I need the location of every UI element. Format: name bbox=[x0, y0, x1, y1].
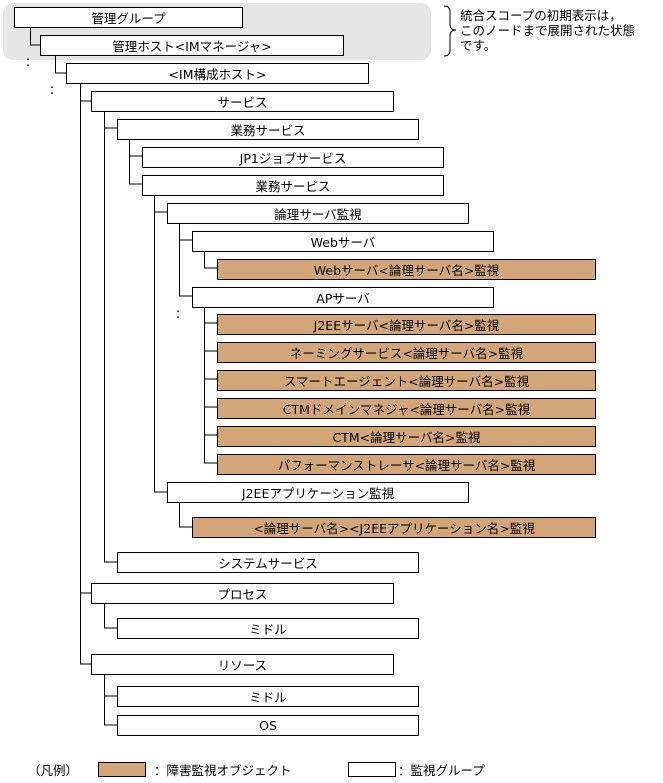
fault-object-naming-service: ネーミングサービス<論理サーバ名>監視 bbox=[217, 342, 596, 363]
connector bbox=[179, 503, 192, 528]
fault-object-ctm: CTM<論理サーバ名>監視 bbox=[217, 426, 596, 447]
node-jp1-job-service: JP1ジョブサービス bbox=[142, 147, 444, 168]
legend-group-label: ：監視グループ bbox=[398, 763, 485, 778]
node-system-service: システムサービス bbox=[117, 552, 419, 573]
note-line: 統合スコープの初期表示は， bbox=[460, 8, 622, 23]
node-resource-os: OS bbox=[117, 715, 419, 736]
node-j2ee-app-monitor: J2EEアプリケーション監視 bbox=[167, 482, 469, 503]
connector bbox=[204, 307, 217, 464]
note-line: このノードまで展開された状態 bbox=[460, 23, 636, 38]
connector bbox=[104, 604, 117, 629]
note-line: です。 bbox=[460, 38, 497, 53]
fault-object-j2ee-server: J2EEサーバ<論理サーバ名>監視 bbox=[217, 314, 596, 335]
initial-display-note: 統合スコープの初期表示は， このノードまで展開された状態 です。 bbox=[460, 8, 660, 53]
connector bbox=[55, 56, 66, 74]
fault-object-performance-tracer: パフォーマンストレーサ<論理サーバ名>監視 bbox=[217, 454, 596, 475]
legend-fault-swatch bbox=[98, 762, 146, 777]
connector bbox=[129, 140, 142, 185]
fault-object-ctm-domain-manager: CTMドメインマネジャ<論理サーバ名>監視 bbox=[217, 398, 596, 419]
node-im-host: <IM構成ホスト> bbox=[66, 63, 369, 84]
note-bracket bbox=[443, 5, 457, 57]
node-kanri-host: 管理ホスト<IMマネージャ> bbox=[40, 35, 344, 56]
connector bbox=[204, 251, 217, 269]
node-ap-server: APサーバ bbox=[192, 287, 494, 308]
node-service: サービス bbox=[91, 91, 394, 112]
connector bbox=[154, 195, 167, 493]
connector bbox=[80, 84, 91, 665]
ellipsis-dots: ·· bbox=[50, 81, 55, 102]
connector bbox=[104, 112, 117, 563]
legend-title: （凡例） bbox=[28, 763, 79, 778]
connector bbox=[179, 223, 192, 297]
connector bbox=[104, 675, 117, 726]
node-resource: リソース bbox=[91, 654, 394, 675]
node-process-middle: ミドル bbox=[117, 618, 419, 639]
connector bbox=[30, 28, 40, 46]
node-logical-server-monitor: 論理サーバ監視 bbox=[167, 203, 469, 224]
ellipsis-dots: ·· bbox=[176, 305, 181, 326]
legend-group-swatch bbox=[348, 762, 396, 777]
legend-fault-label: ：障害監視オブジェクト bbox=[154, 763, 292, 778]
node-process: プロセス bbox=[91, 583, 394, 604]
node-web-server: Webサーバ bbox=[192, 231, 494, 252]
ellipsis-dots: ·· bbox=[26, 53, 31, 74]
fault-object-smart-agent: スマートエージェント<論理サーバ名>監視 bbox=[217, 370, 596, 391]
fault-object-web-server: Webサーバ<論理サーバ名>監視 bbox=[217, 259, 596, 280]
fault-object-j2ee-app: <論理サーバ名><J2EEアプリケーション名>監視 bbox=[192, 517, 596, 538]
node-gyomu-service-1: 業務サービス bbox=[117, 119, 419, 140]
node-resource-middle: ミドル bbox=[117, 686, 419, 707]
node-gyomu-service-2: 業務サービス bbox=[142, 175, 444, 196]
node-kanri-group: 管理グループ bbox=[14, 7, 243, 28]
